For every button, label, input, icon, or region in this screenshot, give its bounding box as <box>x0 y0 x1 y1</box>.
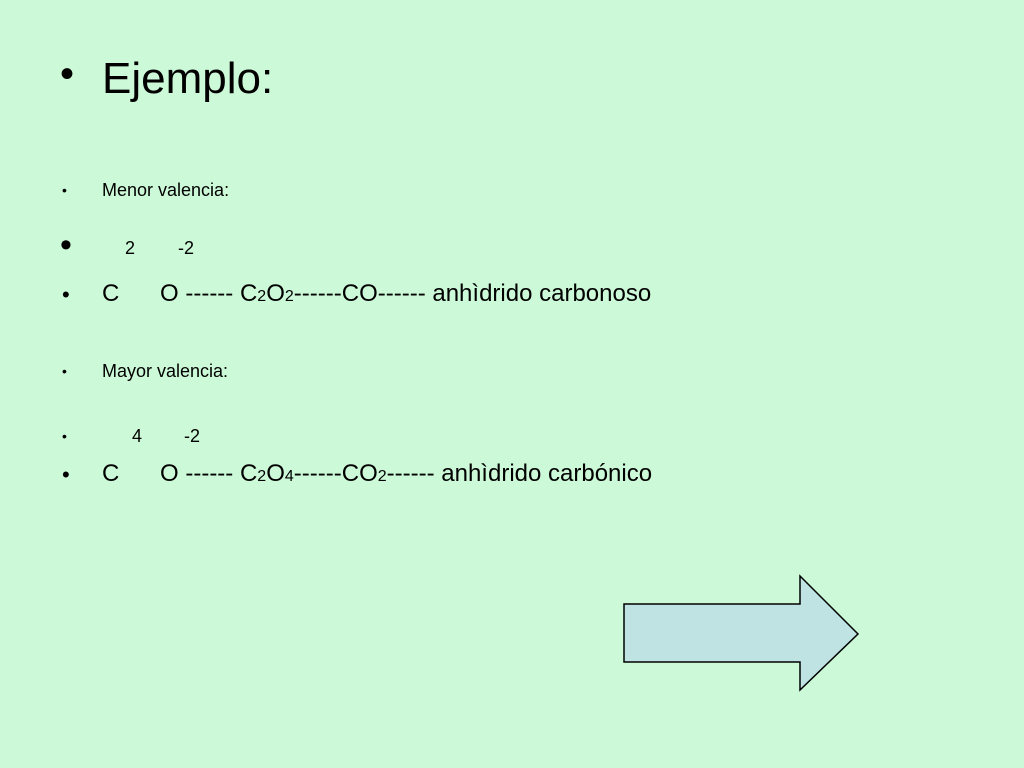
bullet-icon: • <box>62 182 67 198</box>
bullet-icon: • <box>60 226 72 264</box>
mayor-valencia-label: Mayor valencia: <box>102 361 229 381</box>
bullet-icon: • <box>60 52 75 96</box>
right-arrow-icon[interactable] <box>623 574 860 692</box>
bullet-icon: • <box>62 363 67 379</box>
mayor-charge-o: -2 <box>184 426 201 446</box>
menor-charge-c: 2 <box>125 238 136 258</box>
slide-title: Ejemplo: <box>102 54 274 103</box>
next-arrow-button[interactable] <box>620 574 862 694</box>
bullet-icon: • <box>62 428 67 444</box>
mayor-formula: O ------ C2O4------CO2------ anhìdrido c… <box>160 460 653 487</box>
bullet-icon: • <box>62 282 70 307</box>
bullet-icon: • <box>62 462 70 487</box>
mayor-charge-c: 4 <box>132 426 143 446</box>
mayor-formula-c: C <box>102 460 120 487</box>
menor-formula-c: C <box>102 280 120 307</box>
menor-formula: O ------ C2O2------CO------ anhìdrido ca… <box>160 280 652 307</box>
menor-charge-o: -2 <box>178 238 195 258</box>
menor-valencia-label: Menor valencia: <box>102 180 230 200</box>
